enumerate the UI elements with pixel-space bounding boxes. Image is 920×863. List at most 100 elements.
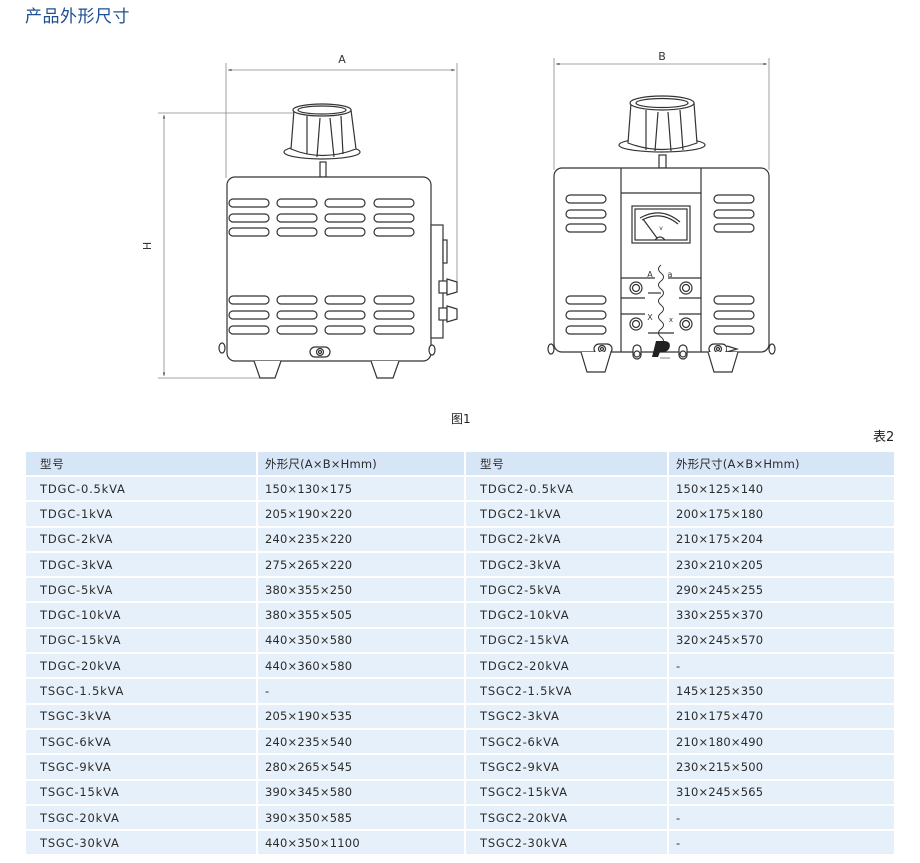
dimensions-cell: 240×235×220 (258, 527, 466, 553)
dimensions-cell-2: 230×215×500 (669, 755, 896, 781)
model-cell-2: TDGC2-3kVA (466, 552, 669, 579)
vent-slot (565, 223, 607, 233)
vent-slot (228, 325, 270, 335)
terminal-icon (629, 281, 693, 331)
knob-icon (618, 95, 706, 169)
terminal-label-a: a (668, 270, 673, 279)
terminal-icon (438, 278, 458, 323)
dimensions-cell: 240×235×540 (258, 729, 466, 756)
side-vents (228, 198, 415, 335)
vent-slot (324, 213, 366, 223)
dimensions-cell-2: - (669, 654, 896, 680)
model-cell: TSGC-1.5kVA (26, 679, 258, 705)
model-cell: TSGC-20kVA (26, 805, 258, 832)
dimension-h-label: H (141, 242, 154, 250)
terminal-label-x: x (669, 316, 673, 324)
dimensions-cell-2: 320×245×570 (669, 628, 896, 655)
dimensions-cell: 275×265×220 (258, 552, 466, 579)
model-cell-2: TDGC2-5kVA (466, 578, 669, 604)
vent-slot (276, 310, 318, 320)
vent-slot (565, 310, 607, 320)
model-cell-2: TSGC2-20kVA (466, 805, 669, 832)
voltmeter-icon: v (631, 205, 691, 244)
vent-slot (373, 213, 415, 223)
dimensions-cell-2: 290×245×255 (669, 578, 896, 604)
vent-slot (228, 295, 270, 305)
dimensions-cell: - (258, 679, 466, 705)
dimensions-cell-2: - (669, 831, 896, 857)
vent-slot (228, 213, 270, 223)
dimensions-cell: 205×190×220 (258, 502, 466, 528)
model-cell-2: TSGC2-1.5kVA (466, 679, 669, 705)
product-outline-drawing: A H (141, 50, 776, 379)
vent-slot (276, 295, 318, 305)
model-cell: TDGC-10kVA (26, 603, 258, 629)
model-cell-2: TDGC2-20kVA (466, 654, 669, 680)
vent-slot (324, 198, 366, 208)
table-caption: 表2 (873, 430, 895, 445)
dimension-table: 型号 外形尺(A×B×Hmm) 型号 外形尺寸(A×B×Hmm) TDGC-0.… (26, 452, 896, 857)
knob-icon (283, 103, 361, 178)
vent-slot (565, 194, 607, 204)
vent-slot (713, 310, 755, 320)
header-dimensions: 外形尺(A×B×Hmm) (258, 452, 466, 477)
terminal-label-A: A (647, 270, 653, 279)
model-cell: TSGC-30kVA (26, 831, 258, 857)
model-cell-2: TSGC2-30kVA (466, 831, 669, 857)
vent-slot (324, 310, 366, 320)
model-cell: TDGC-5kVA (26, 578, 258, 604)
vent-slot (713, 295, 755, 305)
dimensions-cell-2: 150×125×140 (669, 477, 896, 503)
vent-slot (373, 325, 415, 335)
vent-slot (565, 209, 607, 219)
dimensions-cell: 440×360×580 (258, 654, 466, 680)
model-cell: TSGC-9kVA (26, 755, 258, 781)
model-cell-2: TSGC2-3kVA (466, 704, 669, 730)
vent-slot (713, 325, 755, 335)
model-cell: TDGC-1kVA (26, 502, 258, 528)
vent-slot (276, 198, 318, 208)
dimensions-cell: 380×355×505 (258, 603, 466, 629)
model-cell-2: TDGC2-15kVA (466, 628, 669, 655)
model-cell: TDGC-0.5kVA (26, 477, 258, 503)
model-cell-2: TDGC2-2kVA (466, 527, 669, 553)
page-title: 产品外形尺寸 (25, 7, 130, 27)
model-cell: TDGC-20kVA (26, 654, 258, 680)
front-vents (565, 194, 755, 335)
vent-slot (228, 227, 270, 237)
vent-slot (373, 227, 415, 237)
nameplate-screw-icon (309, 346, 331, 358)
dimensions-cell: 280×265×545 (258, 755, 466, 781)
header-model-2: 型号 (466, 452, 669, 477)
dimension-b (553, 58, 770, 170)
dimension-a-label: A (338, 53, 346, 66)
vent-slot (373, 310, 415, 320)
vent-slot (276, 325, 318, 335)
model-cell: TDGC-15kVA (26, 628, 258, 655)
dimensions-cell: 390×350×585 (258, 805, 466, 832)
dimensions-cell-2: 330×255×370 (669, 603, 896, 629)
model-cell-2: TSGC2-9kVA (466, 755, 669, 781)
dimensions-cell-2: 210×180×490 (669, 729, 896, 756)
dimensions-cell-2: 210×175×204 (669, 527, 896, 553)
vent-slot (228, 310, 270, 320)
terminal-label-X: X (647, 313, 653, 322)
header-dimensions-2: 外形尺寸(A×B×Hmm) (669, 452, 896, 477)
model-cell: TDGC-3kVA (26, 552, 258, 579)
vent-slot (565, 325, 607, 335)
dimensions-cell: 440×350×580 (258, 628, 466, 655)
side-view: A H (141, 53, 458, 379)
model-cell-2: TDGC2-0.5kVA (466, 477, 669, 503)
dimensions-cell: 390×345×580 (258, 780, 466, 806)
